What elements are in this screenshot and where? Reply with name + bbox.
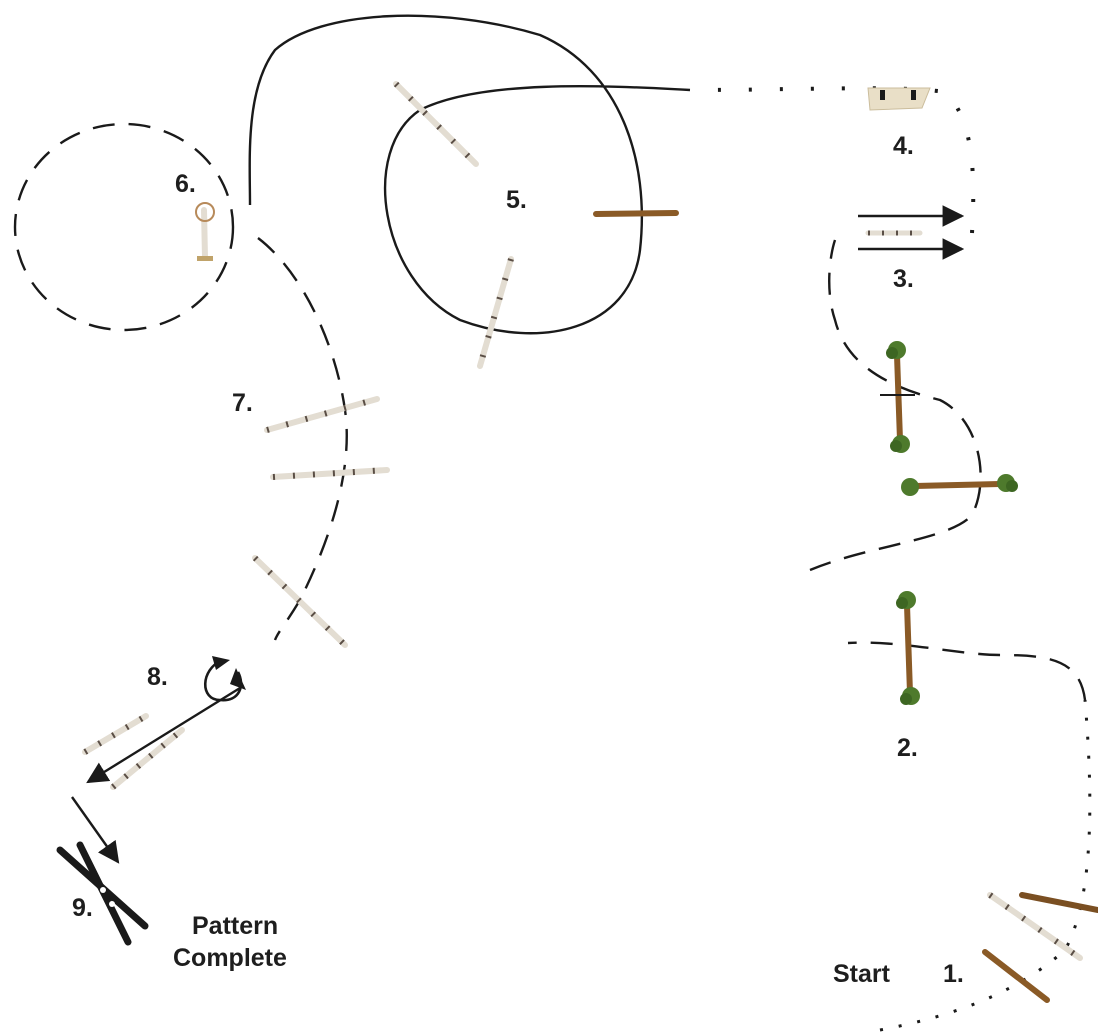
obstacle-label-8: 8. <box>147 663 168 691</box>
obstacle-label-6: 6. <box>175 170 196 198</box>
path-segment-4 <box>689 86 976 234</box>
path-segment-7 <box>257 237 348 641</box>
obstacle-label-1: 1. <box>943 960 964 988</box>
path-segment-2 <box>847 641 1087 701</box>
obstacle-label-2: 2. <box>897 734 918 762</box>
obstacle-label-3: 3. <box>893 265 914 293</box>
obstacle-label-9: 9. <box>72 894 93 922</box>
obstacle-label-7: 7. <box>232 389 253 417</box>
obstacle-3-l-poles <box>880 341 1018 496</box>
path-arrow-8 <box>86 686 241 784</box>
obstacle-label-4: 4. <box>893 132 914 160</box>
obstacle-9-cross <box>56 841 149 946</box>
obstacle-2-bush-pole <box>896 591 920 705</box>
obstacle-label-5: 5. <box>506 186 527 214</box>
path-segment-3 <box>809 239 982 572</box>
path-circle-6 <box>13 122 235 332</box>
start-label: Start <box>833 960 891 988</box>
obstacle-7-poles <box>252 396 390 648</box>
turn-arrowhead-bottom <box>230 668 246 690</box>
obstacle-4-bridge <box>867 87 931 111</box>
turn-arrowhead-top <box>212 656 230 670</box>
obstacle-8-poles <box>82 713 185 790</box>
obstacle-5-poles <box>393 81 679 369</box>
path-arrow-9 <box>71 796 120 864</box>
pattern-complete-line2: Complete <box>173 944 287 972</box>
pattern-complete-line1: Pattern <box>192 912 278 940</box>
obstacle-6-post <box>195 202 215 261</box>
path-loop-5 <box>248 14 691 335</box>
obstacle-1-poles <box>982 892 1098 1003</box>
